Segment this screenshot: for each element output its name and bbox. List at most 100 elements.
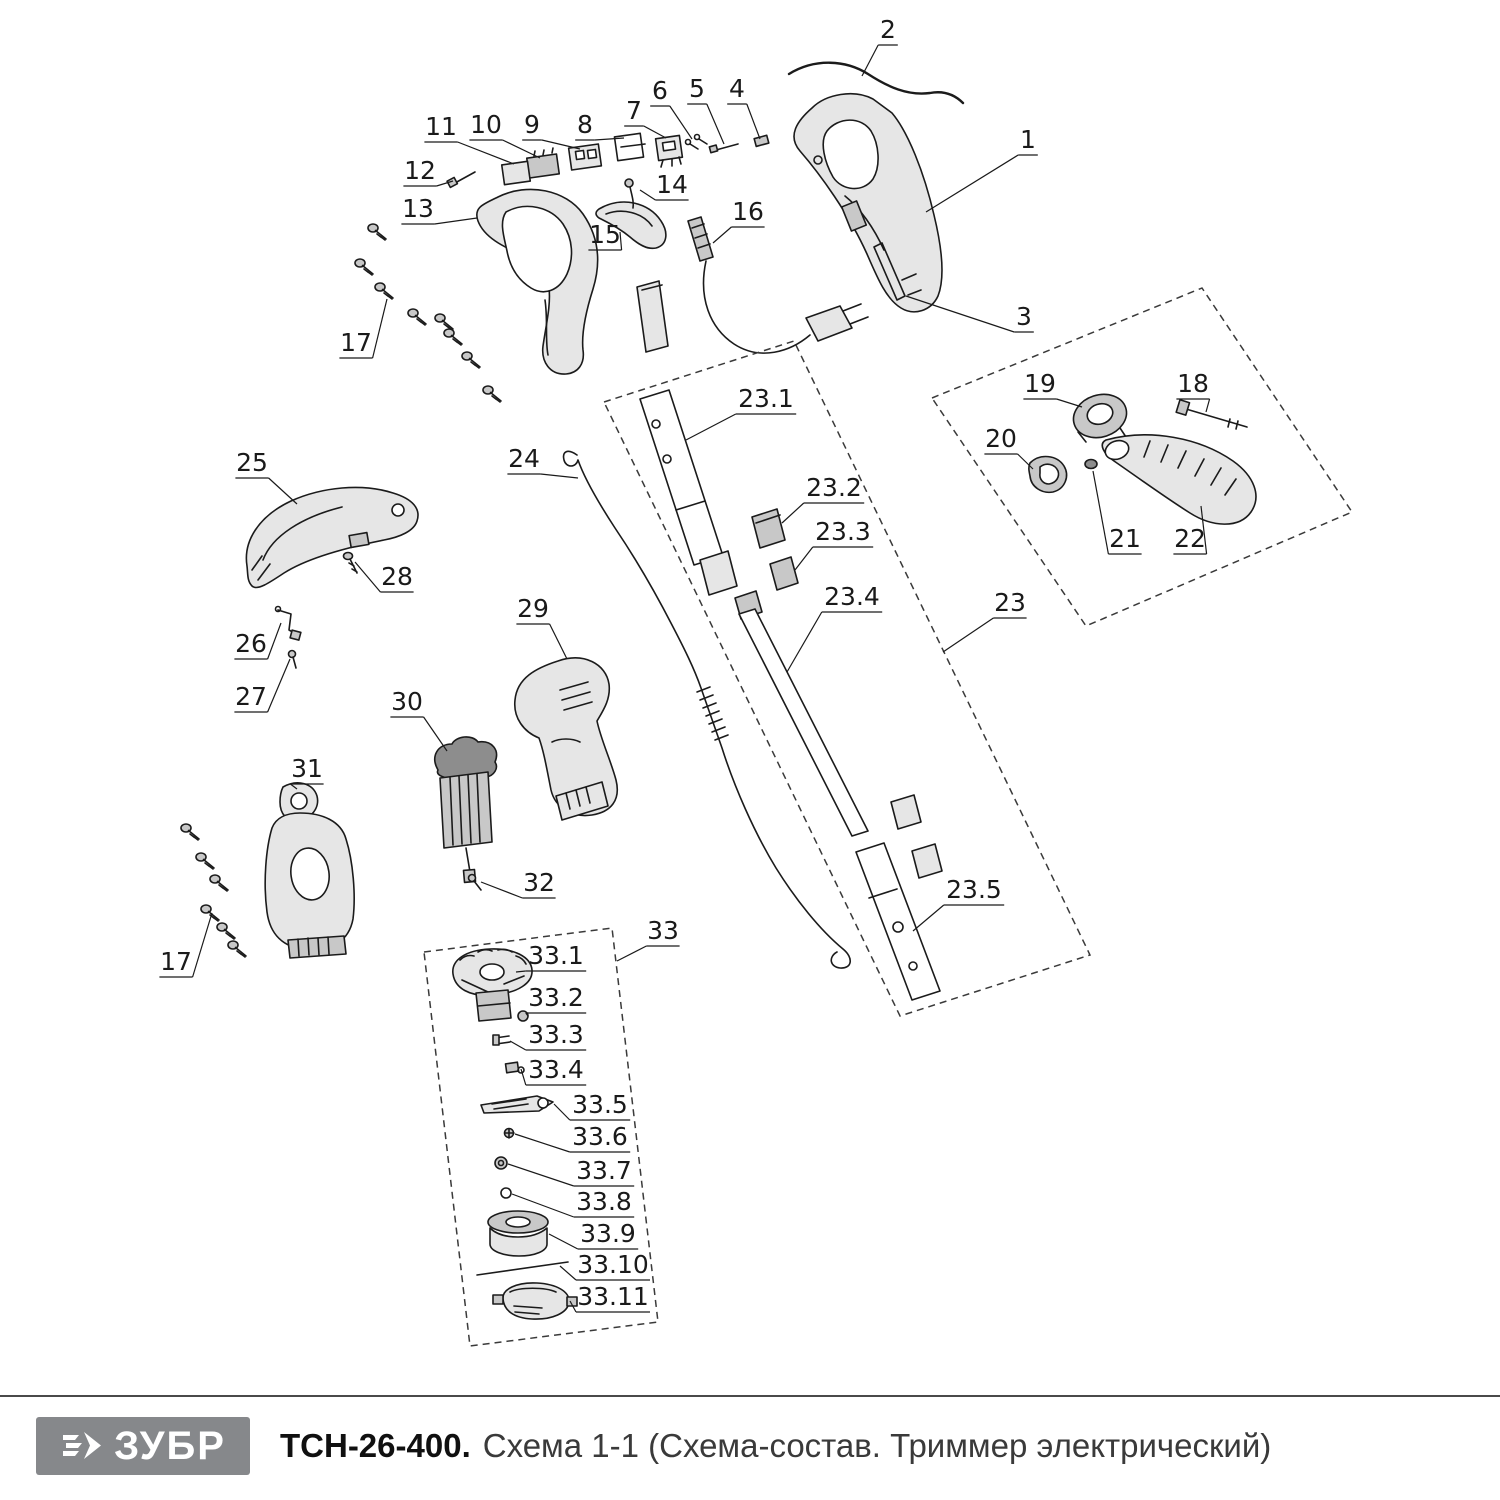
part-label-33.2: 33.2 — [528, 983, 584, 1012]
part-label-12: 12 — [404, 156, 436, 185]
part-label-3: 3 — [1016, 302, 1032, 331]
part-label-33.3: 33.3 — [528, 1020, 584, 1049]
part-33-7-nut — [494, 1156, 508, 1170]
part-2-cable — [787, 61, 965, 105]
group-aux-handle — [930, 287, 1354, 627]
part-label-33: 33 — [647, 916, 679, 945]
part-label-5: 5 — [689, 74, 705, 103]
part-label-1: 1 — [1020, 125, 1036, 154]
part-label-11: 11 — [425, 112, 457, 141]
part-label-23.2: 23.2 — [806, 473, 862, 502]
part-label-25: 25 — [236, 448, 268, 477]
part-label-23.4: 23.4 — [824, 582, 880, 611]
part-23-joint — [699, 550, 738, 596]
brand-name: ЗУБР — [114, 1423, 226, 1468]
part-23-2-sleeve — [751, 508, 786, 549]
part-label-29: 29 — [517, 594, 549, 623]
screws-17-upper — [354, 223, 502, 403]
part-label-9: 9 — [524, 110, 540, 139]
part-30-motor — [434, 736, 498, 884]
part-label-4: 4 — [729, 74, 745, 103]
part-21-washer — [1084, 458, 1098, 470]
part-label-15: 15 — [589, 220, 621, 249]
part-label-8: 8 — [577, 110, 593, 139]
part-4-fastener — [753, 134, 770, 148]
part-23-5-lower-tube — [855, 842, 941, 1001]
group-trimmer-head — [423, 927, 659, 1347]
part-20-clamp-lower — [1028, 455, 1068, 494]
part-label-30: 30 — [391, 687, 423, 716]
part-18-bolt — [1175, 399, 1248, 430]
part-23-1-upper-tube — [639, 389, 724, 566]
part-label-33.4: 33.4 — [528, 1055, 584, 1084]
part-label-31: 31 — [291, 754, 323, 783]
part-11-connector — [500, 160, 532, 186]
part-label-14: 14 — [656, 170, 688, 199]
scheme-title: Схема 1-1 (Схема-состав. Триммер электри… — [482, 1427, 1272, 1464]
part-label-13: 13 — [402, 194, 434, 223]
part-label-33.10: 33.10 — [577, 1250, 649, 1279]
exploded-diagram: 2654789101111213141516317191823.12024252… — [159, 15, 1354, 1347]
part-label-33.11: 33.11 — [577, 1282, 649, 1311]
part-33-10-line-rod — [476, 1261, 569, 1276]
part-label-20: 20 — [985, 424, 1017, 453]
part-8-capacitor — [613, 132, 646, 162]
part-33-1-head-hub — [452, 948, 533, 1022]
part-label-26: 26 — [235, 629, 267, 658]
part-3-strip — [873, 242, 906, 301]
zubr-logo: ЗУБР — [36, 1417, 250, 1475]
part-33-3-clip — [492, 1034, 511, 1046]
part-26-bracket — [274, 605, 302, 641]
part-1-rear-housing — [793, 92, 943, 313]
part-29-gear-housing — [514, 657, 618, 821]
part-33-11-cover — [492, 1282, 578, 1320]
part-label-28: 28 — [381, 562, 413, 591]
part-label-23: 23 — [994, 588, 1026, 617]
part-14-pin — [624, 178, 635, 209]
part-13-handle-housing — [476, 188, 669, 375]
part-28-screw — [342, 551, 358, 574]
part-label-23.1: 23.1 — [738, 384, 794, 413]
footer-divider — [0, 1395, 1500, 1397]
part-15-trigger-lever — [595, 201, 667, 250]
part-10-connector — [525, 147, 561, 179]
screws-17-lower — [180, 823, 247, 958]
part-label-33.8: 33.8 — [576, 1187, 632, 1216]
part-12-pin — [446, 171, 476, 189]
part-9-terminal-block — [567, 143, 603, 171]
part-label-19: 19 — [1024, 369, 1056, 398]
diagram-caption: ТСН-26-400. Схема 1-1 (Схема-состав. Три… — [280, 1427, 1271, 1465]
part-label-2: 2 — [880, 15, 896, 44]
part-label-24: 24 — [508, 444, 540, 473]
part-19-clamp-ring — [1072, 393, 1128, 443]
part-23-3-sleeve — [769, 556, 799, 591]
part-33-8-washer — [500, 1187, 512, 1199]
part-label-33.7: 33.7 — [576, 1156, 632, 1185]
part-33-5-blade — [480, 1095, 554, 1114]
part-23-4-middle-tube — [734, 590, 869, 837]
part-31-lower-housing — [264, 782, 355, 959]
part-33-6-bolt — [503, 1127, 515, 1139]
part-label-27: 27 — [235, 682, 267, 711]
part-label-33.5: 33.5 — [572, 1090, 628, 1119]
part-23-sleeves-lower — [890, 794, 943, 879]
footer: ЗУБР ТСН-26-400. Схема 1-1 (Схема-состав… — [36, 1413, 1271, 1479]
part-33-4-adapter — [504, 1061, 525, 1074]
part-label-10: 10 — [470, 110, 502, 139]
part-label-6: 6 — [652, 76, 668, 105]
part-label-17: 17 — [160, 947, 192, 976]
part-25-guard — [245, 486, 419, 589]
part-7-switch — [654, 134, 684, 168]
part-label-33.1: 33.1 — [528, 941, 584, 970]
model-number: ТСН-26-400. — [280, 1427, 471, 1464]
part-label-21: 21 — [1109, 524, 1141, 553]
part-5-pin — [708, 143, 739, 154]
part-27-screw — [287, 649, 297, 669]
part-label-23.3: 23.3 — [815, 517, 871, 546]
part-22-handle-grip — [1101, 434, 1257, 525]
part-24-inner-cable — [562, 450, 851, 969]
part-label-17: 17 — [340, 328, 372, 357]
part-label-33.9: 33.9 — [580, 1219, 636, 1248]
part-32-screw — [467, 873, 482, 891]
